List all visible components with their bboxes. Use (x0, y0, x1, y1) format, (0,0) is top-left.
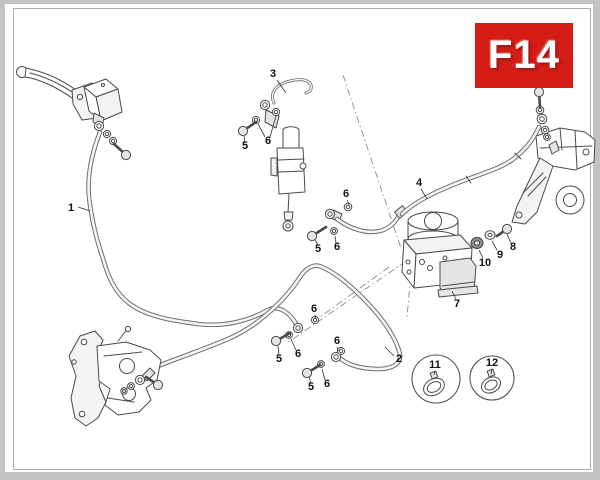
callout-label-5: 5 (242, 140, 248, 152)
bolt-head (120, 149, 132, 161)
callout-label-6: 6 (265, 135, 271, 147)
bolt-head (533, 86, 545, 98)
callout-leader-2 (384, 346, 395, 357)
bolt-head (152, 379, 164, 391)
callout-label-6: 6 (343, 188, 349, 200)
callout-label-7: 7 (454, 298, 460, 310)
callout-label-6: 6 (334, 335, 340, 347)
callout-leader-6 (336, 346, 339, 352)
callout-label-2: 2 (396, 353, 402, 365)
callout-label-5: 5 (276, 353, 282, 365)
callout-leader-5 (314, 239, 319, 246)
page-edge-bottom (0, 472, 600, 480)
callout-label-1: 1 (68, 202, 74, 214)
page-edge-right (593, 0, 600, 480)
callout-label-3: 3 (270, 68, 276, 80)
abs-modulator (401, 211, 479, 298)
clamp-inset-11 (411, 354, 461, 404)
page-code-badge: F14 (475, 23, 573, 88)
callout-label-6: 6 (324, 378, 330, 390)
rear-brake-hose-4 (330, 124, 542, 235)
callout-leader-6 (269, 115, 277, 138)
alignment-lines (286, 74, 419, 344)
page-border (13, 8, 591, 470)
front-brake-caliper (68, 325, 162, 427)
front-brake-hose-1 (86, 129, 300, 329)
callout-label-8: 8 (510, 241, 516, 253)
abs-mounting-parts (470, 230, 496, 249)
callout-leader-9 (491, 240, 498, 251)
callout-label-5: 5 (315, 243, 321, 255)
callout-label-6: 6 (334, 241, 340, 253)
bolt-head (270, 335, 282, 347)
callout-leader-10 (478, 249, 484, 259)
rear-master-cylinder (264, 78, 313, 232)
callout-leader-8 (506, 233, 512, 244)
callout-leader-6 (257, 123, 266, 138)
callout-label-11: 11 (429, 359, 441, 371)
front-brake-hose-2 (145, 263, 403, 373)
callout-leader-7 (451, 290, 457, 300)
callout-leader-5 (277, 345, 280, 356)
bolt-head (306, 230, 318, 242)
bolt-head (237, 125, 249, 137)
page-edge-left (0, 0, 5, 480)
callout-leader-5 (308, 376, 312, 384)
callout-label-12: 12 (486, 357, 498, 369)
front-master-cylinder (16, 66, 123, 128)
callout-label-6: 6 (311, 303, 317, 315)
page-edge-top (0, 0, 600, 4)
callout-leader-6 (334, 235, 337, 244)
page-code: F14 (488, 33, 560, 77)
bolt-head (301, 367, 313, 379)
callout-leader-6 (314, 314, 317, 320)
banjo-hardware (93, 86, 551, 395)
callout-leader-1 (77, 206, 91, 212)
callout-label-5: 5 (308, 381, 314, 393)
callout-leader-5 (243, 135, 246, 144)
bolt-head (501, 223, 513, 235)
callout-leader-12 (490, 368, 493, 375)
callout-label-9: 9 (497, 249, 503, 261)
callout-leader-4 (420, 188, 428, 200)
callout-label-4: 4 (416, 177, 423, 189)
rear-brake-caliper (511, 127, 596, 225)
callout-leader-11 (433, 370, 436, 376)
callout-leader-6 (290, 338, 297, 351)
callout-leader-6 (346, 199, 350, 205)
callout-leader-6 (321, 368, 326, 381)
callout-label-6: 6 (295, 348, 301, 360)
callout-label-10: 10 (479, 257, 491, 269)
callout-leader-3 (276, 79, 287, 94)
